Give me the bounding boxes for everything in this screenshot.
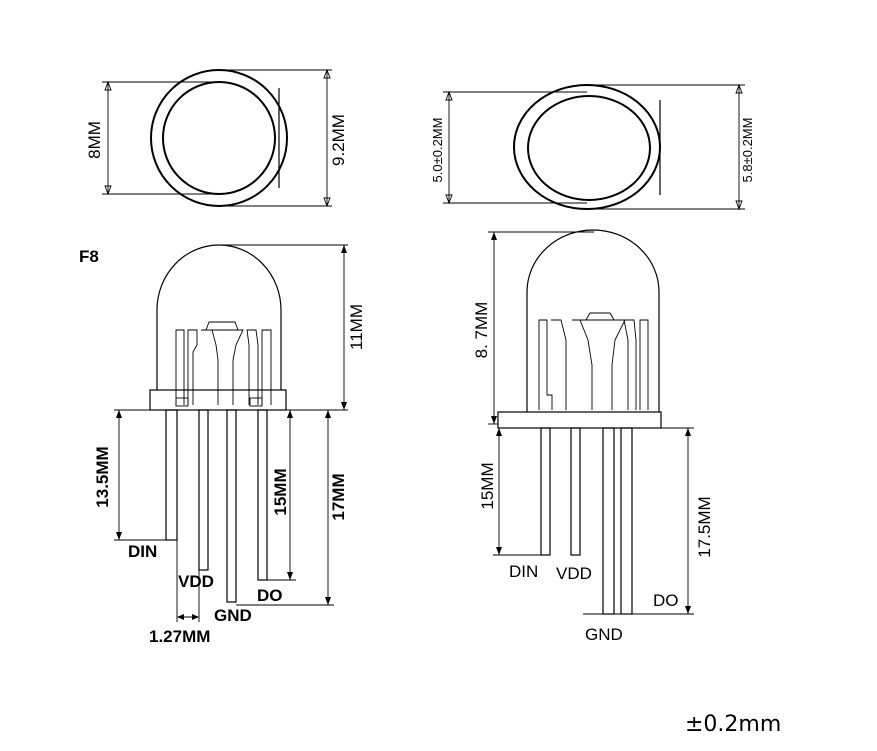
right-leads bbox=[540, 427, 650, 615]
tolerance-note: ±0.2mm bbox=[685, 712, 781, 737]
left-inner-dia-label: 8MM bbox=[85, 121, 104, 159]
left-outer-dia-label: 9.2MM bbox=[329, 114, 348, 166]
left-lens-outer-circle bbox=[150, 69, 288, 207]
left-do-length-label: 15MM bbox=[271, 468, 290, 515]
left-lead-do bbox=[257, 409, 268, 581]
right-lead-gnd bbox=[602, 427, 615, 615]
right-lens-outer-ellipse bbox=[513, 84, 661, 210]
left-pin-gnd-label: GND bbox=[214, 606, 252, 625]
left-lead-gnd bbox=[226, 409, 237, 603]
left-lens-inner-circle bbox=[162, 81, 276, 195]
right-internal-leadframe bbox=[538, 312, 649, 410]
left-pin-din-label: DIN bbox=[128, 542, 157, 561]
left-internal-leadframe bbox=[175, 321, 272, 407]
right-pin-gnd-label: GND bbox=[585, 625, 623, 644]
left-height-label: 11MM bbox=[347, 304, 366, 350]
right-side-view: 8. 7MM 15MM 17.5MM DIN VDD GND DO bbox=[472, 229, 714, 644]
left-pin-do-label: DO bbox=[257, 586, 283, 605]
right-inner-dia-label: 5.0±0.2MM bbox=[430, 118, 445, 183]
right-flange bbox=[497, 411, 662, 429]
right-pin-din-label: DIN bbox=[509, 562, 538, 581]
right-pin-do-label: DO bbox=[653, 591, 679, 610]
right-top-view: 5.0±0.2MM 5.8±0.2MM bbox=[430, 83, 755, 211]
right-lead-vdd bbox=[570, 427, 581, 556]
left-side-view: F8 11MM bbox=[79, 244, 366, 646]
left-lead-vdd bbox=[198, 409, 209, 571]
left-pin-vdd-label: VDD bbox=[178, 572, 214, 591]
right-pin-vdd-label: VDD bbox=[556, 564, 592, 583]
left-long-length-label: 17MM bbox=[329, 473, 348, 520]
right-short-length-label: 15MM bbox=[478, 462, 497, 509]
left-leads bbox=[165, 409, 268, 603]
right-outer-dia-label: 5.8±0.2MM bbox=[740, 118, 755, 183]
right-lens-inner-ellipse bbox=[527, 95, 651, 201]
right-lead-din bbox=[540, 427, 551, 556]
left-lead-din bbox=[165, 409, 178, 541]
right-dome-outline bbox=[526, 229, 660, 412]
left-top-view: 8MM 9.2MM bbox=[85, 68, 348, 208]
right-lead-do bbox=[620, 427, 633, 615]
right-height-label: 8. 7MM bbox=[472, 302, 491, 359]
left-din-length-label: 13.5MM bbox=[93, 446, 112, 507]
left-pitch-label: 1.27MM bbox=[149, 627, 210, 646]
right-long-length-label: 17.5MM bbox=[695, 496, 714, 557]
left-model-label: F8 bbox=[79, 247, 99, 266]
